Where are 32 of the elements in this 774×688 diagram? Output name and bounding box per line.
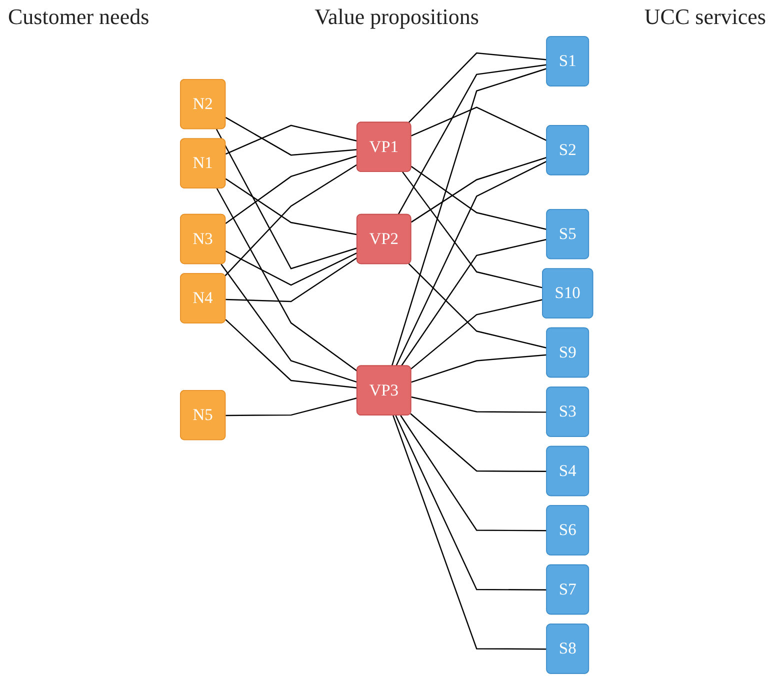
connector: [411, 156, 548, 223]
connector: [410, 413, 548, 472]
connector: [221, 264, 358, 383]
connector: [392, 415, 548, 650]
connector: [412, 396, 548, 413]
connector: [400, 415, 548, 532]
connector: [224, 164, 358, 276]
connector: [411, 106, 548, 142]
column-heading: Value propositions: [314, 4, 479, 30]
connector: [411, 354, 548, 383]
column-heading: UCC services: [644, 4, 766, 30]
connector: [402, 172, 544, 288]
connector: [226, 257, 358, 302]
connector: [226, 124, 358, 155]
connector: [401, 238, 548, 366]
connector: [408, 52, 548, 124]
connector: [411, 166, 548, 230]
connector: [226, 319, 358, 389]
connector: [408, 263, 548, 349]
column-heading: Customer needs: [8, 4, 150, 30]
connector: [216, 128, 358, 270]
connector: [226, 116, 358, 156]
connector: [396, 160, 548, 366]
connector: [411, 299, 544, 370]
connector: [398, 64, 548, 216]
connector: [392, 68, 548, 366]
connector: [226, 155, 358, 224]
connector: [226, 397, 358, 416]
connector: [226, 250, 358, 286]
connector: [216, 188, 358, 372]
connector: [396, 415, 548, 591]
connector: [226, 178, 358, 236]
